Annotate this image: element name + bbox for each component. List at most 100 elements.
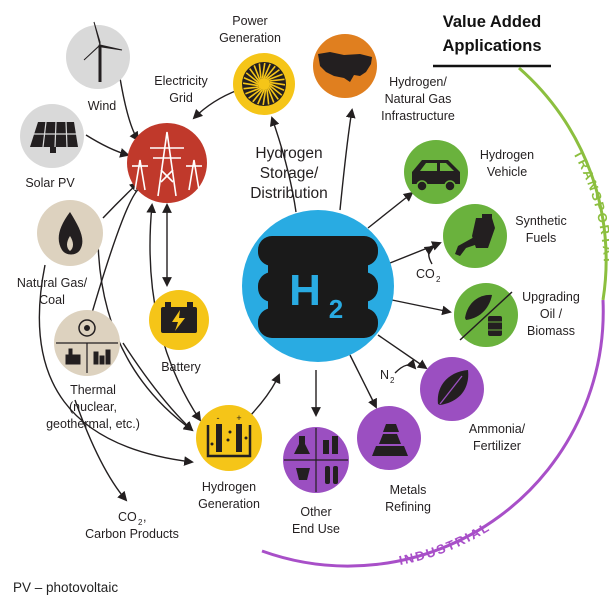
transmission-tower-icon xyxy=(132,131,202,197)
node-battery[interactable]: Battery xyxy=(149,290,209,374)
node-infra-label-2: Natural Gas xyxy=(385,92,452,106)
industrial-arc xyxy=(261,299,605,568)
node-infra[interactable]: Hydrogen/ Natural Gas Infrastructure xyxy=(313,34,455,123)
battery-icon xyxy=(161,302,197,333)
section-title: Value Added Applications xyxy=(433,13,551,68)
node-ammonia[interactable]: Ammonia/ Fertilizer xyxy=(420,357,526,453)
us-map-icon xyxy=(318,52,372,82)
node-vehicle-label-2: Vehicle xyxy=(487,165,527,179)
arrow-hub-biomass xyxy=(391,299,452,316)
node-thermal[interactable]: Thermal (nuclear, geothermal, etc.) xyxy=(46,310,140,431)
node-fuels-label-2: Fuels xyxy=(526,231,557,245)
node-ammonia-label-1: Ammonia/ xyxy=(469,422,526,436)
co2-products-co: CO xyxy=(118,510,137,524)
electrolyzer-icon: - + xyxy=(206,413,252,458)
node-biomass[interactable]: Upgrading Oil / Biomass xyxy=(454,283,580,347)
flow-arrows xyxy=(38,77,452,502)
n2-input-label: N 2 xyxy=(380,368,395,385)
footnote: PV – photovoltaic xyxy=(13,580,119,595)
co2-products-sub: 2 xyxy=(138,518,143,527)
node-vehicle-label-1: Hydrogen xyxy=(480,148,534,162)
fuel-nozzle-icon xyxy=(455,214,495,256)
co2-products-label: CO 2 , Carbon Products xyxy=(85,510,179,541)
node-power[interactable]: Power Generation xyxy=(219,14,295,115)
node-wind-circle xyxy=(66,25,130,89)
node-wind[interactable]: Wind xyxy=(66,21,130,113)
leaf-icon xyxy=(437,370,469,405)
co2-products-comma: , xyxy=(143,510,146,524)
node-ammonia-label-2: Fertilizer xyxy=(473,439,521,453)
arrow-to-co2-products xyxy=(74,399,128,502)
solar-panel-icon xyxy=(30,121,78,153)
arrow-co2-input xyxy=(423,245,435,265)
node-natgas-label-2: Coal xyxy=(39,293,65,307)
node-thermal-label-1: Thermal xyxy=(70,383,116,397)
node-enduse-label-1: Other xyxy=(300,505,331,519)
svg-text:-: - xyxy=(217,413,220,423)
arrow-hub-power xyxy=(269,116,297,213)
title-line-1: Value Added xyxy=(443,13,541,31)
node-solar[interactable]: Solar PV xyxy=(20,104,84,190)
title-line-2: Applications xyxy=(442,37,541,55)
n2-input-text: N xyxy=(380,368,389,382)
hub-label-line-3: Distribution xyxy=(250,185,328,202)
node-battery-label: Battery xyxy=(161,360,201,374)
power-plant-icon xyxy=(56,319,118,373)
node-grid-label-1: Electricity xyxy=(154,74,208,88)
arrow-natgas-grid xyxy=(102,181,140,219)
node-infra-label-1: Hydrogen/ xyxy=(389,75,447,89)
hub-label-line-2: Storage/ xyxy=(260,165,319,182)
node-grid[interactable]: Electricity Grid xyxy=(127,74,208,203)
arrow-hub-fuels xyxy=(384,241,442,266)
arrow-wind-grid xyxy=(119,77,140,142)
node-biomass-label-3: Biomass xyxy=(527,324,575,338)
n2-input-sub: 2 xyxy=(390,376,395,385)
node-metals[interactable]: Metals Refining xyxy=(357,406,431,514)
hydrogen-tank-icon xyxy=(258,236,378,338)
node-thermal-label-3: geothermal, etc.) xyxy=(46,417,140,431)
node-thermal-label-2: (nuclear, xyxy=(69,400,117,414)
turbine-icon xyxy=(242,62,286,106)
node-grid-circle xyxy=(127,123,207,203)
node-fuels[interactable]: Synthetic Fuels xyxy=(443,204,567,268)
node-vehicle[interactable]: Hydrogen Vehicle xyxy=(404,140,534,204)
node-biomass-label-2: Oil / xyxy=(540,307,563,321)
arrow-hub-ammonia xyxy=(377,334,428,370)
arrow-natgas-h2gen xyxy=(97,224,194,432)
co2-products-line-2: Carbon Products xyxy=(85,527,179,541)
h2-symbol: H xyxy=(289,266,321,315)
node-h2gen-label-2: Generation xyxy=(198,497,260,511)
node-infra-label-3: Infrastructure xyxy=(381,109,455,123)
arrow-hub-vehicle xyxy=(367,191,414,229)
node-enduse[interactable]: Other End Use xyxy=(283,427,349,536)
node-biomass-label-1: Upgrading xyxy=(522,290,580,304)
arrow-solar-grid xyxy=(85,134,130,158)
metal-ingots-icon xyxy=(372,424,408,456)
node-wind-label: Wind xyxy=(88,99,117,113)
flame-icon xyxy=(58,212,83,255)
node-solar-label: Solar PV xyxy=(25,176,75,190)
lab-flask-icon xyxy=(284,428,348,492)
co2-input-sub: 2 xyxy=(436,275,441,284)
node-power-label-1: Power xyxy=(232,14,267,28)
arrow-natgas-h2gen-loop xyxy=(38,264,194,466)
svg-text:+: + xyxy=(236,413,241,423)
hydrogen-hub[interactable]: H 2 xyxy=(242,210,394,362)
node-metals-label-2: Refining xyxy=(385,500,431,514)
h2-subscript: 2 xyxy=(329,294,343,324)
node-fuels-label-1: Synthetic xyxy=(515,214,566,228)
node-grid-label-2: Grid xyxy=(169,91,193,105)
arrow-thermal-h2gen xyxy=(122,342,194,432)
wind-turbine-icon xyxy=(83,21,123,82)
industrial-label: INDUSTRIAL xyxy=(398,519,493,568)
transportation-arc xyxy=(518,66,608,301)
arrow-n2-input xyxy=(394,358,417,374)
node-h2gen[interactable]: - + Hydrogen Generation xyxy=(196,405,262,511)
hub-label: Hydrogen Storage/ Distribution xyxy=(250,145,328,202)
node-natgas[interactable]: Natural Gas/ Coal xyxy=(17,200,103,307)
node-h2gen-label-1: Hydrogen xyxy=(202,480,256,494)
co2-input-text: CO xyxy=(416,267,435,281)
hub-label-line-1: Hydrogen xyxy=(255,145,322,162)
arrow-power-grid xyxy=(192,89,239,120)
